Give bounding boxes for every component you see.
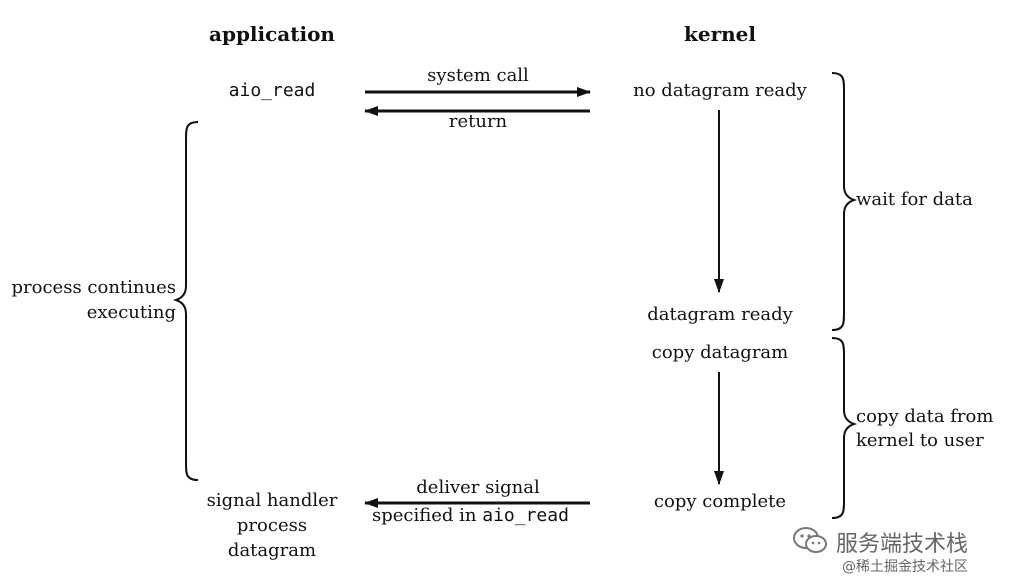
copy-data-line1: copy data from bbox=[856, 406, 994, 427]
signal-handler-line3: datagram bbox=[227, 540, 317, 561]
specified-in-text: specified in bbox=[372, 505, 477, 526]
copy-data-brace bbox=[831, 337, 858, 519]
application-header: application bbox=[209, 22, 335, 46]
process-continues-brace bbox=[172, 121, 199, 481]
aio-read-call: aio_read bbox=[228, 80, 316, 101]
datagram-ready: datagram ready bbox=[647, 304, 793, 325]
kernel-header: kernel bbox=[684, 22, 756, 46]
copy-datagram: copy datagram bbox=[651, 342, 789, 363]
watermark-subtitle: @稀土掘金技术社区 bbox=[842, 559, 968, 575]
deliver-signal-label: deliver signal bbox=[416, 477, 540, 498]
specified-in-code: aio_read bbox=[482, 505, 569, 526]
wechat-icon bbox=[793, 527, 827, 553]
no-datagram-ready: no datagram ready bbox=[633, 80, 807, 101]
return-label: return bbox=[448, 111, 508, 132]
wait-for-data-brace bbox=[831, 72, 858, 331]
signal-handler-line2: process bbox=[236, 515, 308, 536]
watermark-title: 服务端技术栈 bbox=[836, 532, 969, 557]
signal-handler-line1: signal handler bbox=[206, 490, 338, 511]
process-continues-line1: process continues bbox=[11, 277, 176, 298]
process-continues-line2: executing bbox=[86, 302, 176, 323]
copy-complete: copy complete bbox=[653, 491, 787, 512]
specified-in-label: specified in aio_read bbox=[372, 507, 602, 525]
system-call-label: system call bbox=[427, 65, 529, 86]
wait-for-data-label: wait for data bbox=[856, 189, 973, 210]
copy-data-line2: kernel to user bbox=[856, 430, 984, 451]
